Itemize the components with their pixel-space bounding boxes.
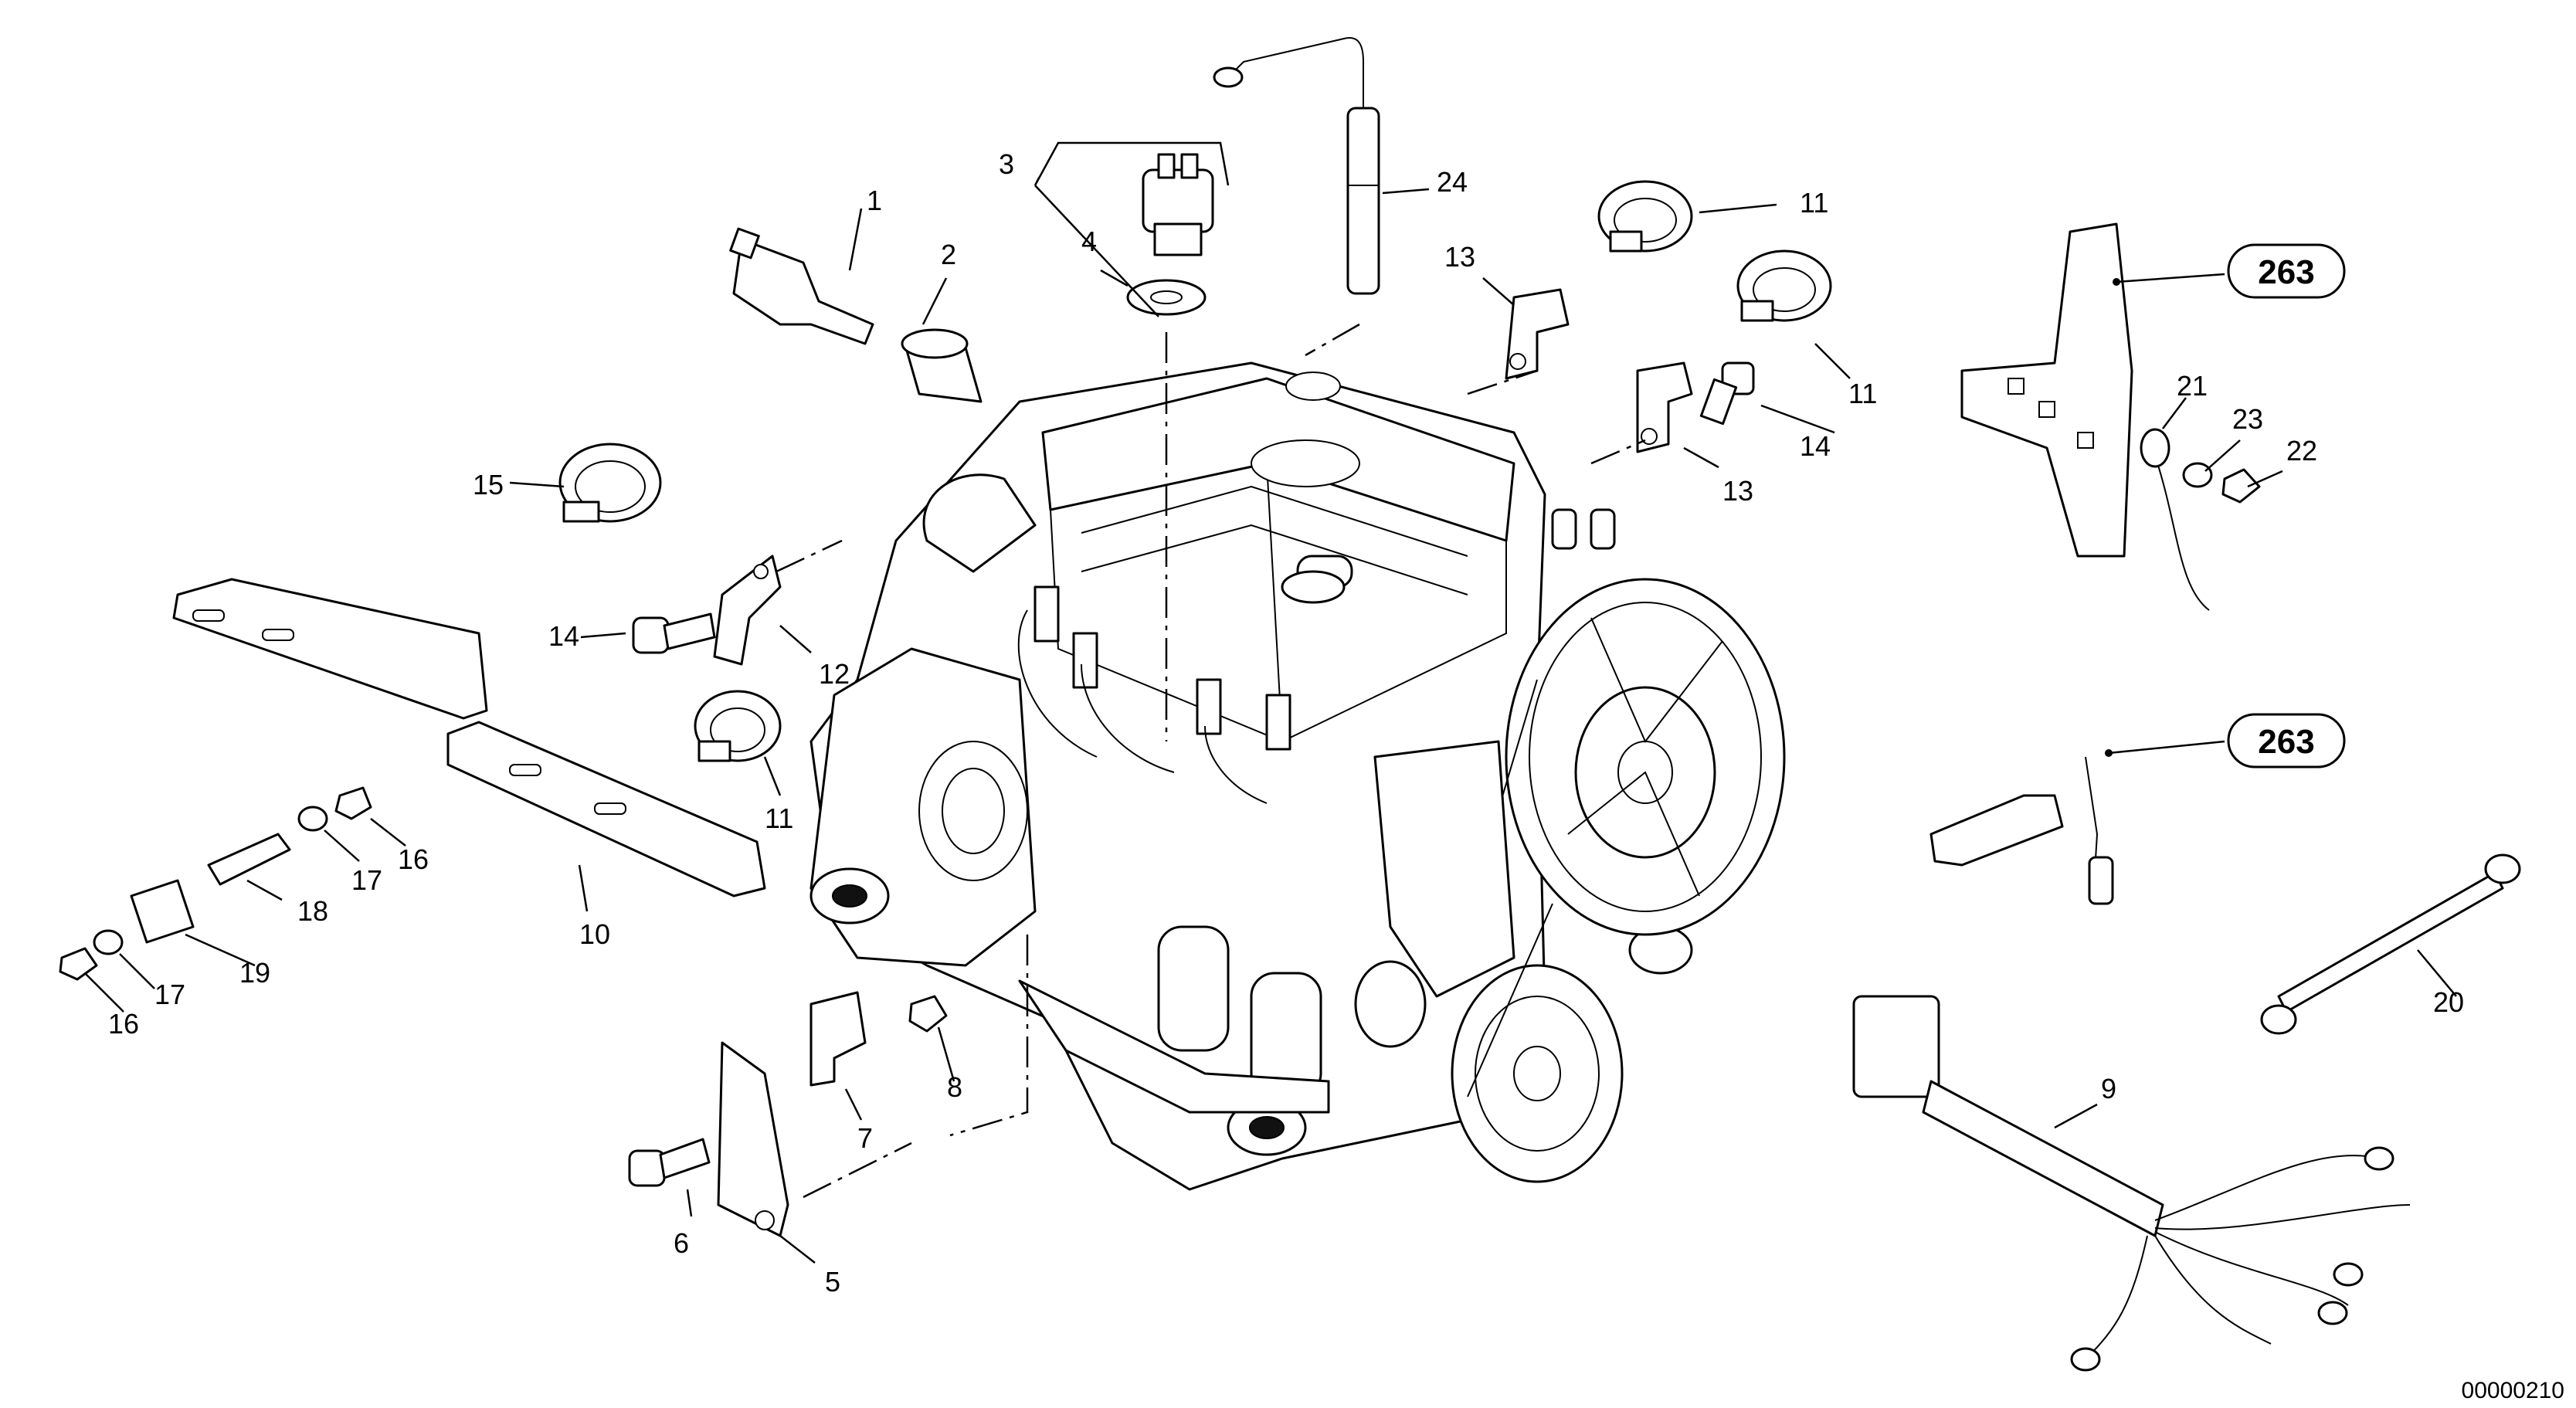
- callout-11-upper: 11: [1800, 187, 1828, 219]
- part-2-sleeve: [901, 328, 983, 403]
- part-10-shield: [172, 578, 766, 897]
- callout-13-lower: 13: [1722, 475, 1753, 507]
- callout-11-left: 11: [765, 802, 793, 834]
- part-18-stud: [207, 833, 291, 886]
- part-17-washer-a: [297, 806, 328, 832]
- part-12-bracket: [713, 555, 782, 666]
- callout-14-right: 14: [1800, 430, 1831, 462]
- callout-22: 22: [2286, 435, 2317, 467]
- callout-19: 19: [239, 957, 270, 989]
- part-14-bolt-a: [1699, 361, 1755, 426]
- callout-7: 7: [857, 1122, 873, 1154]
- callout-24: 24: [1437, 166, 1468, 198]
- part-16-nut-a: [334, 786, 372, 820]
- anchor-dot-263-upper: [2113, 278, 2120, 286]
- part-14-bolt-b: [632, 612, 716, 654]
- part-19-clip: [130, 879, 195, 944]
- part-11-clamp-c: [694, 690, 782, 762]
- callout-17-lower: 17: [154, 979, 185, 1010]
- callout-16-lower: 16: [108, 1008, 139, 1040]
- callout-9: 9: [2101, 1073, 2116, 1104]
- part-22-nut: [2221, 468, 2261, 504]
- callout-11-right: 11: [1848, 378, 1877, 409]
- part-13-bracket-b: [1636, 361, 1693, 453]
- part-23-washer: [2182, 462, 2213, 488]
- fan-pulley: [1505, 578, 1786, 936]
- callout-17-upper: 17: [351, 864, 382, 896]
- callout-12: 12: [819, 658, 850, 690]
- callout-4: 4: [1081, 226, 1097, 257]
- part-7-bracket: [809, 991, 867, 1087]
- part-4-washer: [1126, 279, 1207, 316]
- reference-label-lower: 263: [2258, 723, 2314, 761]
- callout-8: 8: [947, 1071, 962, 1103]
- part-11-clamp-a: [1597, 180, 1693, 253]
- callout-14-left: 14: [548, 620, 579, 652]
- callout-2: 2: [941, 239, 956, 270]
- part-16-nut-b: [59, 947, 98, 981]
- part-15-clamp: [558, 443, 662, 523]
- callout-15: 15: [473, 469, 504, 500]
- part-20-cable: [2260, 853, 2521, 1035]
- document-id: 00000210: [2462, 1378, 2564, 1403]
- reference-bubble-upper: 263: [2227, 243, 2346, 299]
- callout-5: 5: [825, 1266, 840, 1298]
- callout-13-upper: 13: [1444, 241, 1475, 273]
- callout-labels: 1 2 3 4 24 11 13 11 14 13 15 14 12 11 10…: [108, 148, 2464, 1298]
- leader-lines: [84, 141, 2457, 1264]
- callout-21: 21: [2177, 370, 2208, 402]
- bracket-263-upper: [1960, 222, 2133, 558]
- part-8-nut: [908, 995, 948, 1033]
- callout-16-upper: 16: [398, 843, 429, 875]
- part-5-plate: [717, 1041, 789, 1237]
- part-11-clamp-b: [1736, 249, 1832, 322]
- reference-bubble-lower: 263: [2227, 713, 2346, 768]
- injector-row: [1017, 585, 1291, 804]
- anchor-dot-263-lower: [2105, 749, 2113, 757]
- part-13-bracket-a: [1505, 288, 1570, 380]
- part-9-harness: [1852, 995, 2411, 1372]
- reference-label-upper: 263: [2258, 253, 2314, 291]
- callout-10: 10: [579, 918, 610, 950]
- sensor-263-lower: [1929, 756, 2114, 905]
- callout-23: 23: [2232, 403, 2263, 435]
- engine-assembly: [809, 361, 1786, 1191]
- callout-20: 20: [2433, 986, 2464, 1018]
- part-21-ground-lead: [2140, 428, 2210, 611]
- callout-1: 1: [867, 185, 882, 216]
- part-3-pressure-switch: [1142, 153, 1214, 256]
- callout-18: 18: [297, 895, 328, 927]
- part-6-bolt: [628, 1138, 711, 1187]
- part-24-glow-plug: [1213, 37, 1380, 295]
- callout-3: 3: [999, 148, 1014, 180]
- part-1-temp-sender: [729, 227, 874, 345]
- part-17-washer-b: [93, 929, 124, 955]
- callout-6: 6: [674, 1227, 689, 1259]
